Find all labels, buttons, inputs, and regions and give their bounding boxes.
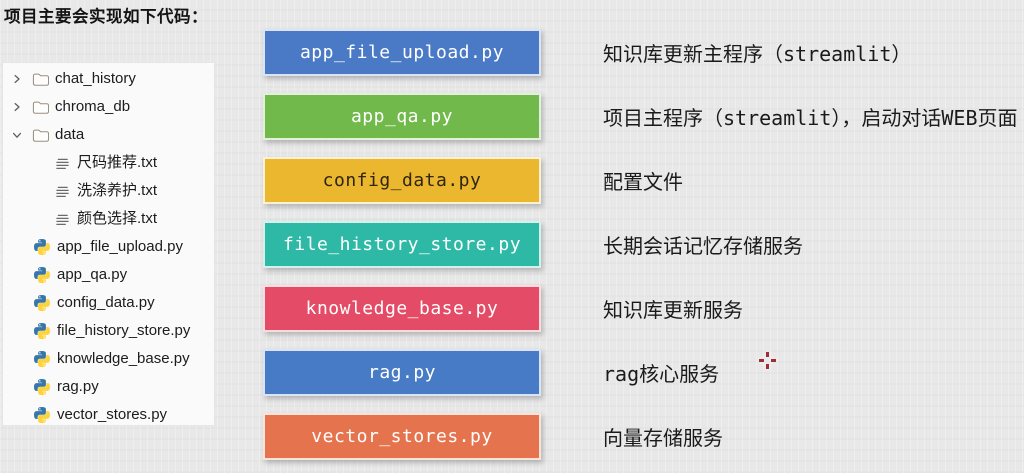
code-file-box: config_data.py <box>263 157 541 204</box>
code-file-description: 长期会话记忆存储服务 <box>603 221 1018 268</box>
tree-item[interactable]: config_data.py <box>3 289 214 317</box>
description-text: 知识库更新服务 <box>603 298 743 322</box>
description-text: 配置文件 <box>603 170 683 194</box>
python-icon <box>33 239 51 256</box>
code-file-description: 项目主程序（streamlit），启动对话WEB页面 <box>603 93 1018 140</box>
code-file-box: vector_stores.py <box>263 413 541 460</box>
code-file-name: app_qa.py <box>350 106 454 127</box>
folder-icon <box>31 71 49 88</box>
tree-item-label: knowledge_base.py <box>57 350 190 367</box>
code-file-box: app_file_upload.py <box>263 29 541 76</box>
text-file-icon <box>53 211 71 228</box>
python-icon <box>33 407 51 424</box>
tree-item-label: chat_history <box>55 70 136 87</box>
description-text: 知识库更新主程序（streamlit） <box>603 42 912 66</box>
code-file-description: 知识库更新主程序（streamlit） <box>603 29 1018 76</box>
code-file-box: app_qa.py <box>263 93 541 140</box>
descriptions-column: 知识库更新主程序（streamlit） 项目主程序（streamlit），启动对话… <box>603 29 1018 460</box>
crosshair-arm <box>759 359 764 362</box>
code-file-box: file_history_store.py <box>263 221 541 268</box>
tree-item-label: chroma_db <box>55 98 131 115</box>
code-file-name: vector_stores.py <box>311 426 493 447</box>
code-file-box: rag.py <box>263 349 541 396</box>
code-file-name: knowledge_base.py <box>305 298 499 319</box>
tree-item[interactable]: app_qa.py <box>3 261 214 289</box>
python-icon <box>33 379 51 396</box>
text-file-icon <box>53 183 71 200</box>
tree-item-label: 颜色选择.txt <box>77 210 158 227</box>
code-file-description: 向量存储服务 <box>603 413 1018 460</box>
pointer-crosshair-icon <box>759 352 776 369</box>
code-file-box: knowledge_base.py <box>263 285 541 332</box>
tree-item-label: vector_stores.py <box>57 406 168 423</box>
tree-item[interactable]: rag.py <box>3 373 214 401</box>
tree-item-label: 洗涤养护.txt <box>77 182 158 199</box>
python-icon <box>33 351 51 368</box>
chevron-down-icon[interactable] <box>11 129 23 141</box>
tree-item-label: app_qa.py <box>57 266 128 283</box>
code-boxes-column: app_file_upload.py app_qa.py config_data.p… <box>263 29 541 460</box>
description-text: 向量存储服务 <box>603 426 723 450</box>
code-file-description: 配置文件 <box>603 157 1018 204</box>
tree-item[interactable]: chat_history <box>3 65 214 93</box>
python-icon <box>33 267 51 284</box>
description-text: rag核心服务 <box>603 362 720 386</box>
code-file-name: app_file_upload.py <box>299 42 505 63</box>
tree-item-label: data <box>55 126 85 143</box>
code-file-description: rag核心服务 <box>603 349 1018 396</box>
text-file-icon <box>53 155 71 172</box>
tree-item-label: rag.py <box>57 378 99 395</box>
tree-item-label: app_file_upload.py <box>57 238 183 255</box>
code-file-name: rag.py <box>367 362 437 383</box>
code-file-name: config_data.py <box>322 170 482 191</box>
crosshair-arm <box>766 364 769 369</box>
folder-icon <box>31 127 49 144</box>
description-text: 长期会话记忆存储服务 <box>603 234 803 258</box>
chevron-right-icon[interactable] <box>11 73 23 85</box>
tree-item[interactable]: 颜色选择.txt <box>3 205 214 233</box>
tree-item[interactable]: app_file_upload.py <box>3 233 214 261</box>
code-file-description: 知识库更新服务 <box>603 285 1018 332</box>
crosshair-arm <box>766 352 769 357</box>
tree-item[interactable]: 尺码推荐.txt <box>3 149 214 177</box>
chevron-right-icon[interactable] <box>11 101 23 113</box>
code-file-name: file_history_store.py <box>282 234 522 255</box>
tree-item-label: config_data.py <box>57 294 155 311</box>
python-icon <box>33 295 51 312</box>
python-icon <box>33 323 51 340</box>
tree-item[interactable]: chroma_db <box>3 93 214 121</box>
page-title: 项目主要会实现如下代码： <box>4 8 208 26</box>
tree-item[interactable]: vector_stores.py <box>3 401 214 429</box>
folder-icon <box>31 99 49 116</box>
tree-item[interactable]: 洗涤养护.txt <box>3 177 214 205</box>
tree-item[interactable]: knowledge_base.py <box>3 345 214 373</box>
tree-item[interactable]: data <box>3 121 214 149</box>
crosshair-arm <box>771 359 776 362</box>
tree-item-label: 尺码推荐.txt <box>77 154 158 171</box>
tree-item-label: file_history_store.py <box>57 322 191 339</box>
tree-item[interactable]: file_history_store.py <box>3 317 214 345</box>
description-text: 项目主程序（streamlit），启动对话WEB页面 <box>603 106 1018 130</box>
